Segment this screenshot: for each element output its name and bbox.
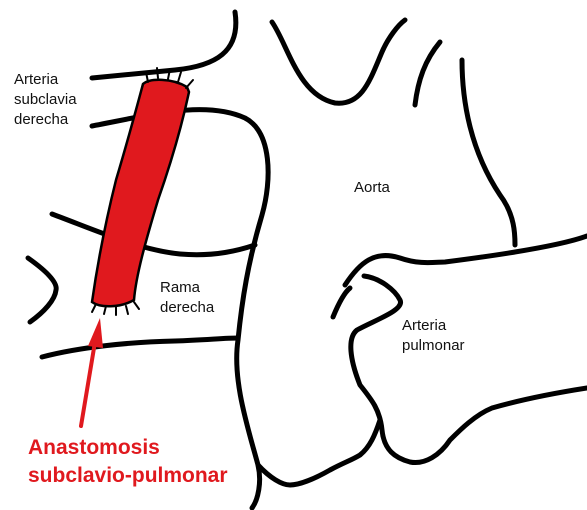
subclavian-lower-wall [52,214,255,255]
pulmonary-trunk-outline [351,276,587,463]
neck-vessel-inner-line [415,42,440,105]
shunt-graft [92,80,189,306]
callout-line2: subclavio-pulmonar [28,462,228,490]
left-vessel-outline [28,258,56,322]
label-pulmonary-line1: Arteria [402,316,465,336]
label-right-branch: Rama derecha [160,278,214,318]
callout-line1: Anastomosis [28,434,228,462]
label-subclavian-line3: derecha [14,110,77,130]
pulmonary-artery-top [345,236,587,285]
aorta-right-wall [462,60,515,245]
descending-aorta-bottom [258,420,380,485]
label-subclavian-artery: Arteria subclavia derecha [14,70,77,130]
label-subclavian-line2: subclavia [14,90,77,110]
label-subclavian-line1: Arteria [14,70,77,90]
aorta-pulmonary-junction [333,288,350,317]
label-pulmonary-line2: pulmonar [402,336,465,356]
aortic-arch-notch [272,20,405,103]
label-aorta: Aorta [354,178,390,198]
callout-anastomosis: Anastomosis subclavio-pulmonar [28,434,228,490]
label-right-branch-line2: derecha [160,298,214,318]
callout-arrow-head [88,318,103,348]
callout-arrow-shaft [81,342,95,426]
right-branch-lower-wall [42,338,238,357]
neck-vessel-outline [92,12,236,78]
label-right-branch-line1: Rama [160,278,214,298]
label-pulmonary-artery: Arteria pulmonar [402,316,465,356]
